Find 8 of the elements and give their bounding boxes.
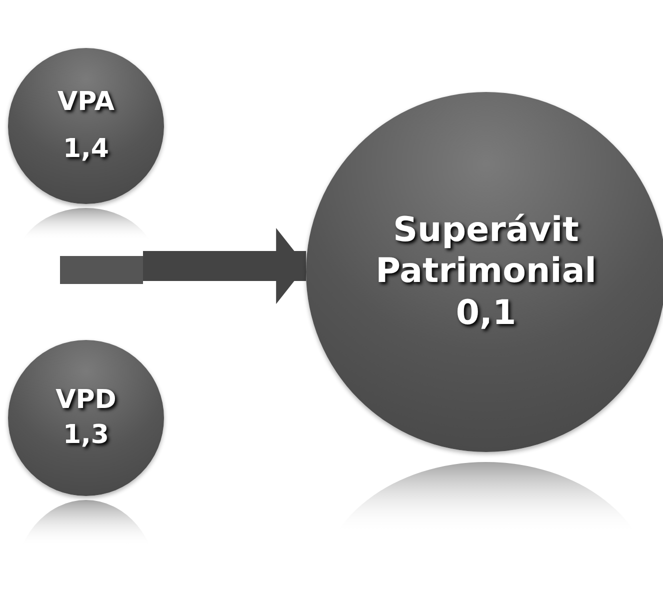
circle-value: 1,4 [62,134,110,166]
circle-value: 0,1 [456,293,516,334]
circle-title: VPA [58,86,114,118]
circle-title: VPD [56,384,116,416]
block-arrow [143,228,306,304]
circle-value: 1,3 [62,420,110,452]
circle-title: Superávit Patrimonial [374,210,598,292]
minus-sign [60,256,143,284]
